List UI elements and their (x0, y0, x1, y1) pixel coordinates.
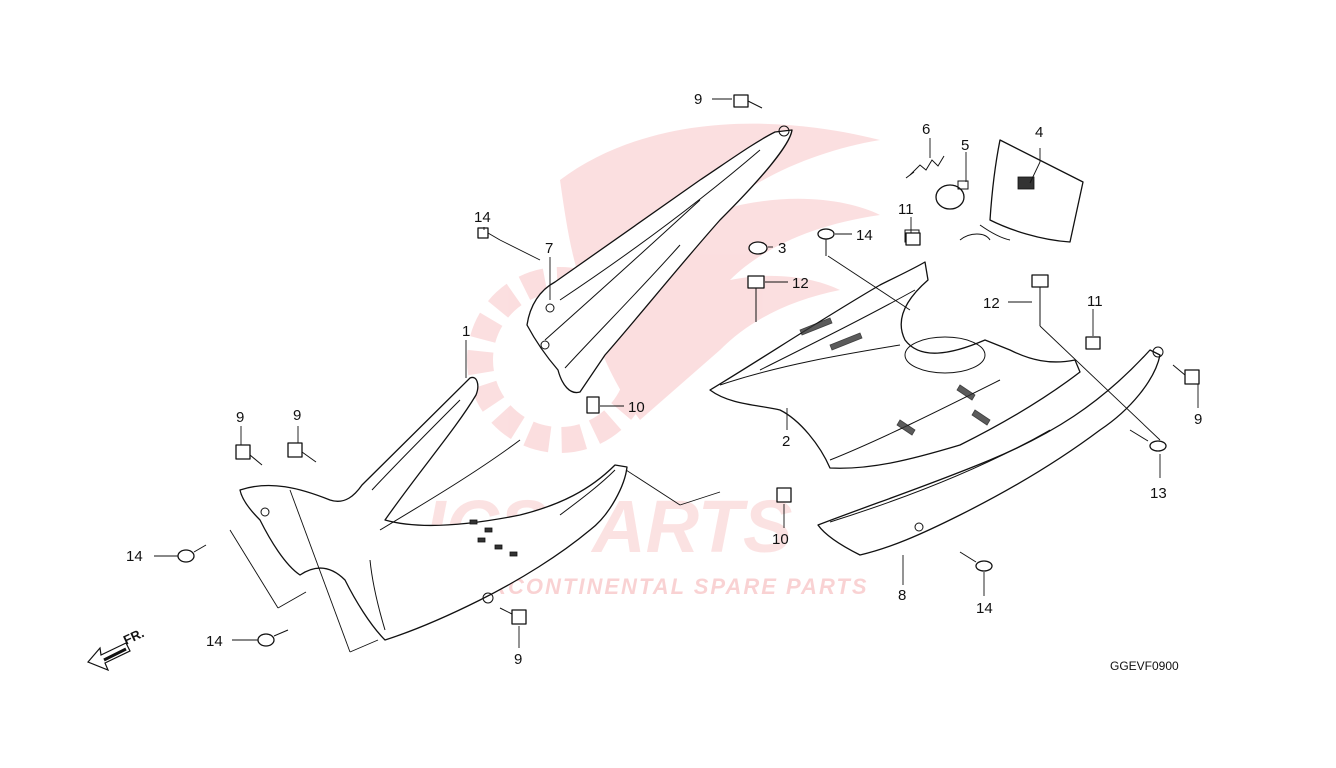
callout-9b: 9 (236, 409, 244, 426)
fastener-13 (1129, 429, 1167, 452)
clip-10-left (586, 396, 600, 414)
fastener-9-right (1172, 364, 1200, 385)
fastener-9-left-b (287, 442, 317, 463)
callout-9c: 9 (293, 407, 301, 424)
fastener-12-right (1031, 274, 1049, 326)
part-2-floor-step (709, 229, 1081, 469)
direction-label: FR. (121, 625, 146, 647)
callout-7: 7 (545, 240, 553, 257)
part-7-inner-cover (526, 125, 793, 394)
part-1-side-cover (239, 376, 628, 641)
clip-11-right (1085, 336, 1101, 350)
part-3-grommet (748, 241, 768, 255)
callouts: 9 6 5 4 14 7 11 3 14 12 12 11 1 9 10 9 9… (126, 91, 1202, 668)
fastener-14-left-a (177, 544, 207, 563)
callout-14d: 14 (206, 633, 223, 650)
clip-11-top (905, 232, 921, 246)
fastener-12-left (747, 275, 765, 322)
part-4-lid (959, 139, 1084, 243)
callout-11b: 11 (1087, 293, 1103, 310)
part-6-spring (905, 155, 945, 179)
callout-1: 1 (462, 323, 470, 340)
fastener-14-center (817, 228, 835, 256)
callout-14c: 14 (126, 548, 143, 565)
callout-8: 8 (898, 587, 906, 604)
callout-5: 5 (961, 137, 969, 154)
callout-9d: 9 (514, 651, 522, 668)
callout-2: 2 (782, 433, 790, 450)
fastener-9-top (733, 94, 763, 109)
front-direction-arrow: FR. (86, 625, 146, 672)
fastener-14-top-left (477, 227, 501, 241)
fastener-9-bottom (499, 607, 527, 625)
clip-10-center (776, 487, 792, 503)
fastener-14-left-b (257, 629, 289, 647)
callout-12a: 12 (792, 275, 809, 292)
callout-14e: 14 (976, 600, 993, 617)
callout-12b: 12 (983, 295, 1000, 312)
part-5-lock-knob (935, 180, 969, 210)
fastener-9-left-a (235, 444, 263, 466)
callout-13: 13 (1150, 485, 1167, 502)
callout-11a: 11 (898, 201, 914, 218)
callout-9a: 9 (694, 91, 702, 108)
callout-9e: 9 (1194, 411, 1202, 428)
diagram-code: GGEVF0900 (1110, 659, 1179, 673)
fastener-14-right (959, 551, 993, 572)
leader-lines (154, 98, 1199, 653)
callout-10a: 10 (628, 399, 645, 416)
callout-6: 6 (922, 121, 930, 138)
callout-14a: 14 (474, 209, 491, 226)
callout-10b: 10 (772, 531, 789, 548)
callout-3: 3 (778, 240, 786, 257)
callout-14b: 14 (856, 227, 873, 244)
callout-4: 4 (1035, 124, 1043, 141)
